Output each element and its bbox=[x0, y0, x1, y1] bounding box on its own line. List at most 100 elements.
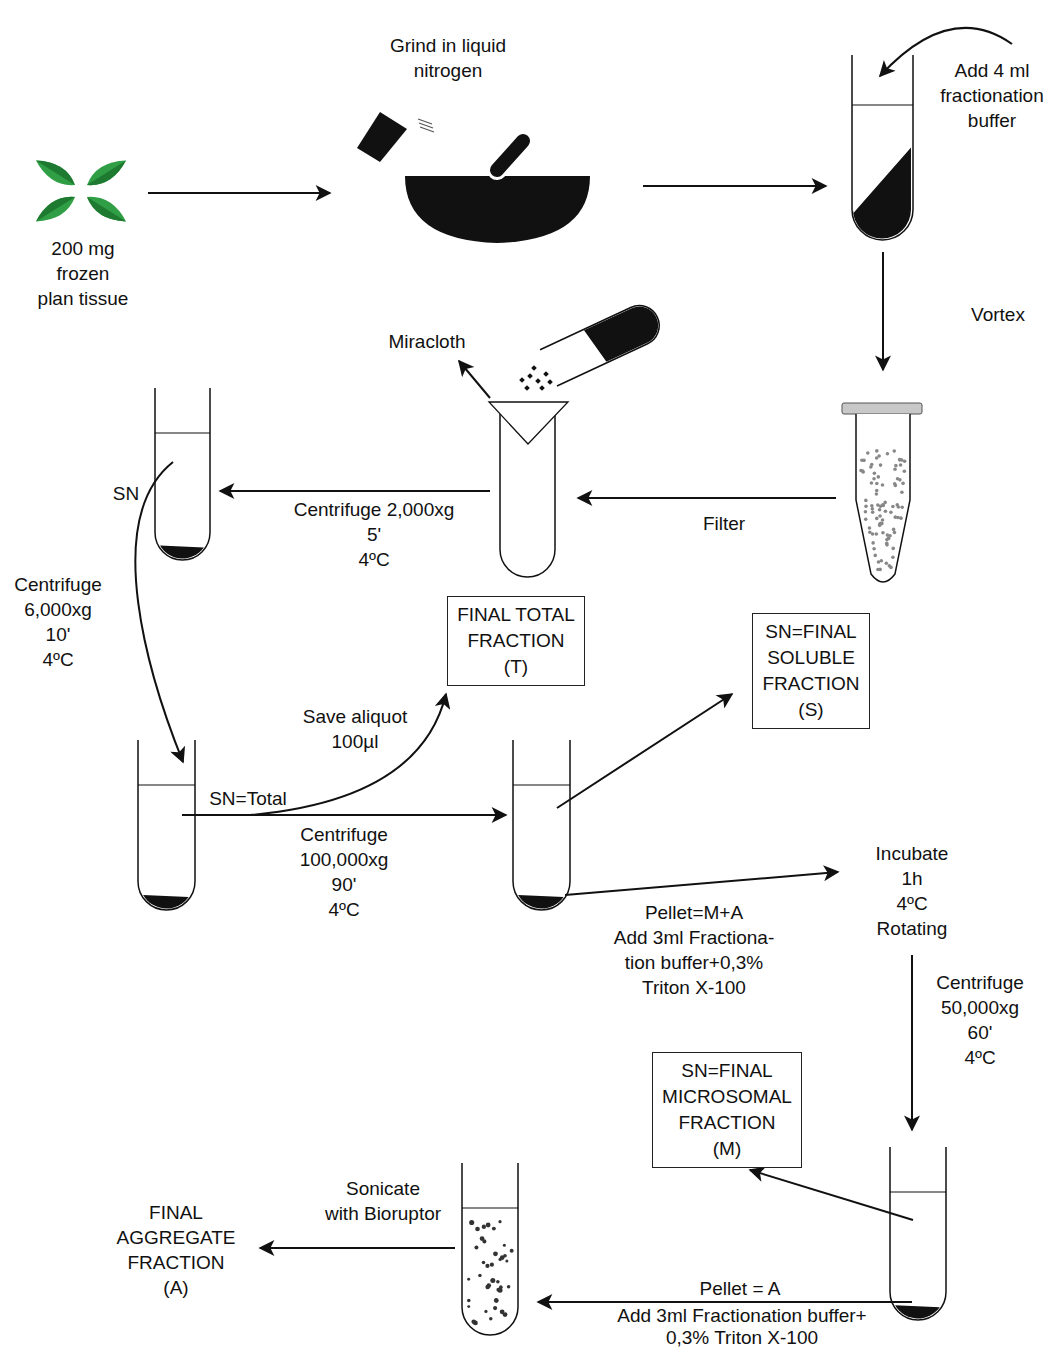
particle bbox=[870, 504, 874, 508]
particle bbox=[482, 1239, 486, 1243]
particle bbox=[498, 1258, 501, 1261]
particle bbox=[885, 542, 889, 546]
particle bbox=[889, 510, 893, 514]
particle bbox=[503, 1244, 506, 1247]
particle bbox=[864, 504, 868, 508]
particle bbox=[893, 531, 897, 535]
flow-arrow bbox=[565, 872, 838, 895]
particle bbox=[482, 1261, 486, 1265]
particle bbox=[864, 518, 868, 522]
particle bbox=[903, 459, 907, 463]
step-label: Grind in liquid nitrogen bbox=[390, 33, 506, 83]
fraction-label: SN=FINAL SOLUBLE FRACTION (S) bbox=[762, 619, 859, 723]
particle bbox=[898, 458, 902, 462]
fraction-box: FINAL TOTAL FRACTION (T) bbox=[447, 596, 585, 686]
detergent-tube bbox=[890, 1147, 946, 1320]
particle bbox=[885, 562, 889, 566]
particle bbox=[505, 1260, 508, 1263]
leaf-shade bbox=[83, 197, 126, 228]
step-label: Centrifuge 2,000xg 5' 4ºC bbox=[294, 497, 455, 572]
step-label: Save aliquot 100µl bbox=[303, 704, 408, 754]
particle bbox=[892, 449, 896, 453]
fraction-box: SN=FINAL SOLUBLE FRACTION (S) bbox=[752, 613, 869, 729]
tube-outline bbox=[540, 299, 666, 386]
debris bbox=[527, 373, 533, 379]
particle bbox=[494, 1298, 499, 1303]
particle bbox=[486, 1223, 491, 1228]
particle bbox=[881, 483, 885, 487]
leaf-shade bbox=[36, 154, 79, 185]
flow-arrow bbox=[538, 1301, 912, 1303]
particle bbox=[870, 481, 874, 485]
particle bbox=[876, 503, 880, 507]
step-label: Sonicate with Bioruptor bbox=[325, 1176, 441, 1226]
leaf bbox=[32, 191, 79, 228]
particle bbox=[496, 1280, 500, 1284]
flow-arrow bbox=[557, 694, 732, 808]
tube-outline bbox=[138, 740, 195, 910]
particle bbox=[871, 511, 875, 515]
particle bbox=[878, 508, 882, 512]
particle bbox=[878, 514, 882, 518]
particle bbox=[875, 456, 879, 460]
particle bbox=[482, 1225, 486, 1229]
tube-outline bbox=[856, 414, 910, 582]
particle bbox=[507, 1285, 511, 1289]
particle bbox=[897, 505, 901, 509]
flow-arrow bbox=[911, 955, 913, 1130]
leaf bbox=[83, 154, 130, 191]
particle bbox=[879, 463, 883, 467]
particle bbox=[881, 518, 885, 522]
step-label: Filter bbox=[703, 511, 745, 536]
step-label: Add 4 ml fractionation buffer bbox=[940, 58, 1044, 133]
particle bbox=[862, 459, 866, 463]
particle bbox=[869, 465, 873, 469]
pestle-outline bbox=[497, 141, 523, 170]
flow-arrow bbox=[148, 192, 330, 194]
step-label: SN=Total bbox=[209, 786, 287, 811]
step-label: FINAL AGGREGATE FRACTION (A) bbox=[117, 1200, 236, 1300]
step-label: Pellet=M+A Add 3ml Fractiona- tion buffe… bbox=[614, 900, 775, 1000]
particle bbox=[880, 522, 884, 526]
particle bbox=[485, 1285, 489, 1289]
step-label: SN bbox=[113, 481, 139, 506]
particle bbox=[891, 505, 895, 509]
particle bbox=[899, 516, 903, 520]
particle bbox=[467, 1299, 471, 1303]
fraction-label: SN=FINAL MICROSOMAL FRACTION (M) bbox=[662, 1058, 792, 1162]
liquid-level bbox=[852, 104, 913, 105]
flow-arrow bbox=[882, 252, 884, 370]
buffer-tube bbox=[852, 55, 913, 240]
particle bbox=[872, 477, 876, 481]
particle bbox=[901, 482, 905, 486]
particle bbox=[510, 1249, 514, 1253]
flow-arrow bbox=[578, 497, 836, 499]
debris bbox=[539, 385, 545, 391]
particle bbox=[493, 1306, 497, 1310]
flow-arrow bbox=[220, 490, 490, 492]
particle bbox=[864, 499, 868, 503]
nitrogen-container bbox=[357, 112, 407, 162]
particle bbox=[875, 489, 879, 493]
leaf bbox=[83, 191, 130, 228]
aggregate-tube bbox=[462, 1163, 518, 1335]
particle bbox=[864, 510, 868, 514]
particle bbox=[871, 507, 875, 511]
debris bbox=[547, 379, 553, 385]
particle bbox=[888, 564, 892, 568]
particle bbox=[886, 452, 890, 456]
step-label: Vortex bbox=[971, 302, 1025, 327]
particle bbox=[891, 555, 895, 559]
particle bbox=[868, 526, 872, 530]
tube-outline bbox=[513, 740, 570, 910]
particle bbox=[485, 1264, 489, 1268]
tube-outline bbox=[890, 1147, 946, 1320]
particle bbox=[893, 467, 897, 471]
particle bbox=[873, 554, 877, 558]
step-label: Centrifuge 50,000xg 60' 4ºC bbox=[936, 970, 1024, 1070]
liquid-level bbox=[890, 1191, 946, 1192]
particle bbox=[879, 521, 883, 525]
particle bbox=[503, 1312, 508, 1317]
particle bbox=[885, 538, 889, 542]
